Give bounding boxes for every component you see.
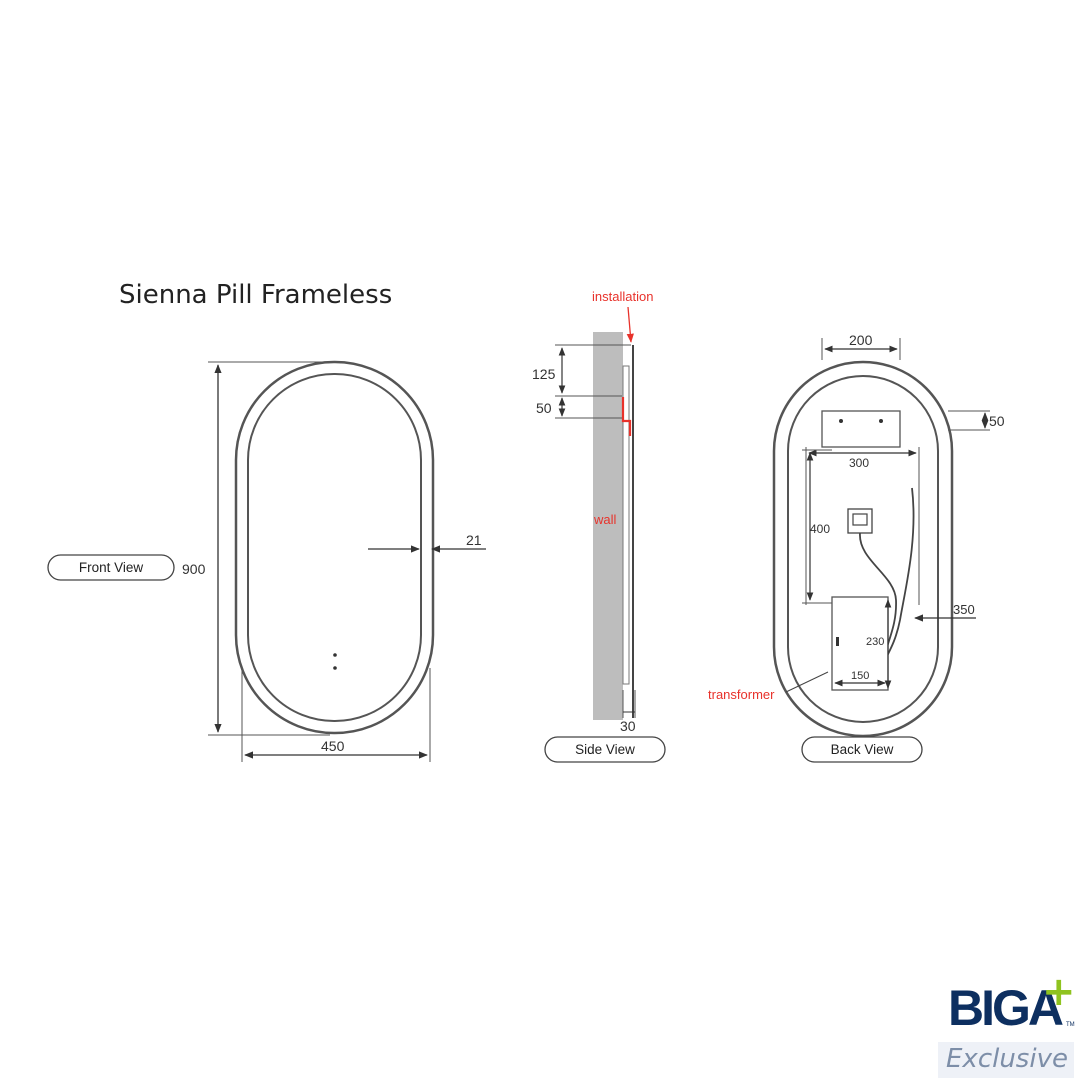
biga-logo: BIGA + TM Exclusive xyxy=(938,972,1076,1078)
logo-tagline-band: Exclusive xyxy=(938,1042,1074,1078)
front-height-label: 900 xyxy=(182,561,206,577)
side-depth-label: 30 xyxy=(620,718,636,734)
transformer-label: transformer xyxy=(708,687,775,702)
back-bracket-width-label: 200 xyxy=(849,332,873,348)
bracket-screw xyxy=(879,419,883,423)
switch-box-inner xyxy=(852,513,868,526)
installation-bracket-hook xyxy=(621,397,632,436)
mirror-backing xyxy=(622,365,630,685)
back-bracket-height-label: 50 xyxy=(989,413,1005,429)
front-view-label: Front View xyxy=(79,560,144,575)
logo-plus-mark: + xyxy=(1042,969,1076,1015)
back-mirror-outer xyxy=(772,360,954,738)
transformer-height-label: 230 xyxy=(866,636,884,648)
hanging-bracket xyxy=(821,410,901,448)
back-cable-label: 350 xyxy=(953,602,975,617)
side-view: installation wall 125 50 30 Side View xyxy=(532,289,666,763)
side-view-label: Side View xyxy=(575,742,635,757)
front-edge-label: 21 xyxy=(466,532,482,548)
back-view-tag xyxy=(801,736,923,763)
back-view: 200 50 300 400 xyxy=(708,332,1005,763)
back-view-label: Back View xyxy=(831,742,894,757)
switch-box-outer xyxy=(847,508,873,534)
product-title: Sienna Pill Frameless xyxy=(119,280,393,310)
front-view: 900 450 21 Front View xyxy=(47,360,486,762)
front-mirror-inner xyxy=(247,373,422,722)
logo-trademark: TM xyxy=(1066,1022,1075,1028)
touch-sensor-dot xyxy=(333,666,337,670)
transformer-width-label: 150 xyxy=(851,670,869,682)
back-panel-width-label: 300 xyxy=(849,456,869,470)
side-top-label: 125 xyxy=(532,366,556,382)
side-view-tag xyxy=(544,736,666,763)
installation-label: installation xyxy=(592,289,653,304)
power-cable xyxy=(884,487,915,661)
transformer-terminal xyxy=(836,637,839,646)
wall-block xyxy=(593,332,623,720)
transformer-box xyxy=(831,596,889,691)
bracket-screw xyxy=(839,419,843,423)
wall-label: wall xyxy=(593,512,617,527)
back-mirror-inner xyxy=(787,375,939,723)
touch-sensor-dot xyxy=(333,653,337,657)
side-bracket-label: 50 xyxy=(536,400,552,416)
back-panel-height-label: 400 xyxy=(810,522,830,536)
logo-wordmark: BIGA xyxy=(948,980,1064,1036)
front-view-tag xyxy=(47,554,175,581)
logo-tagline: Exclusive xyxy=(946,1044,1068,1074)
front-mirror-outer xyxy=(234,360,435,735)
front-width-label: 450 xyxy=(321,738,345,754)
